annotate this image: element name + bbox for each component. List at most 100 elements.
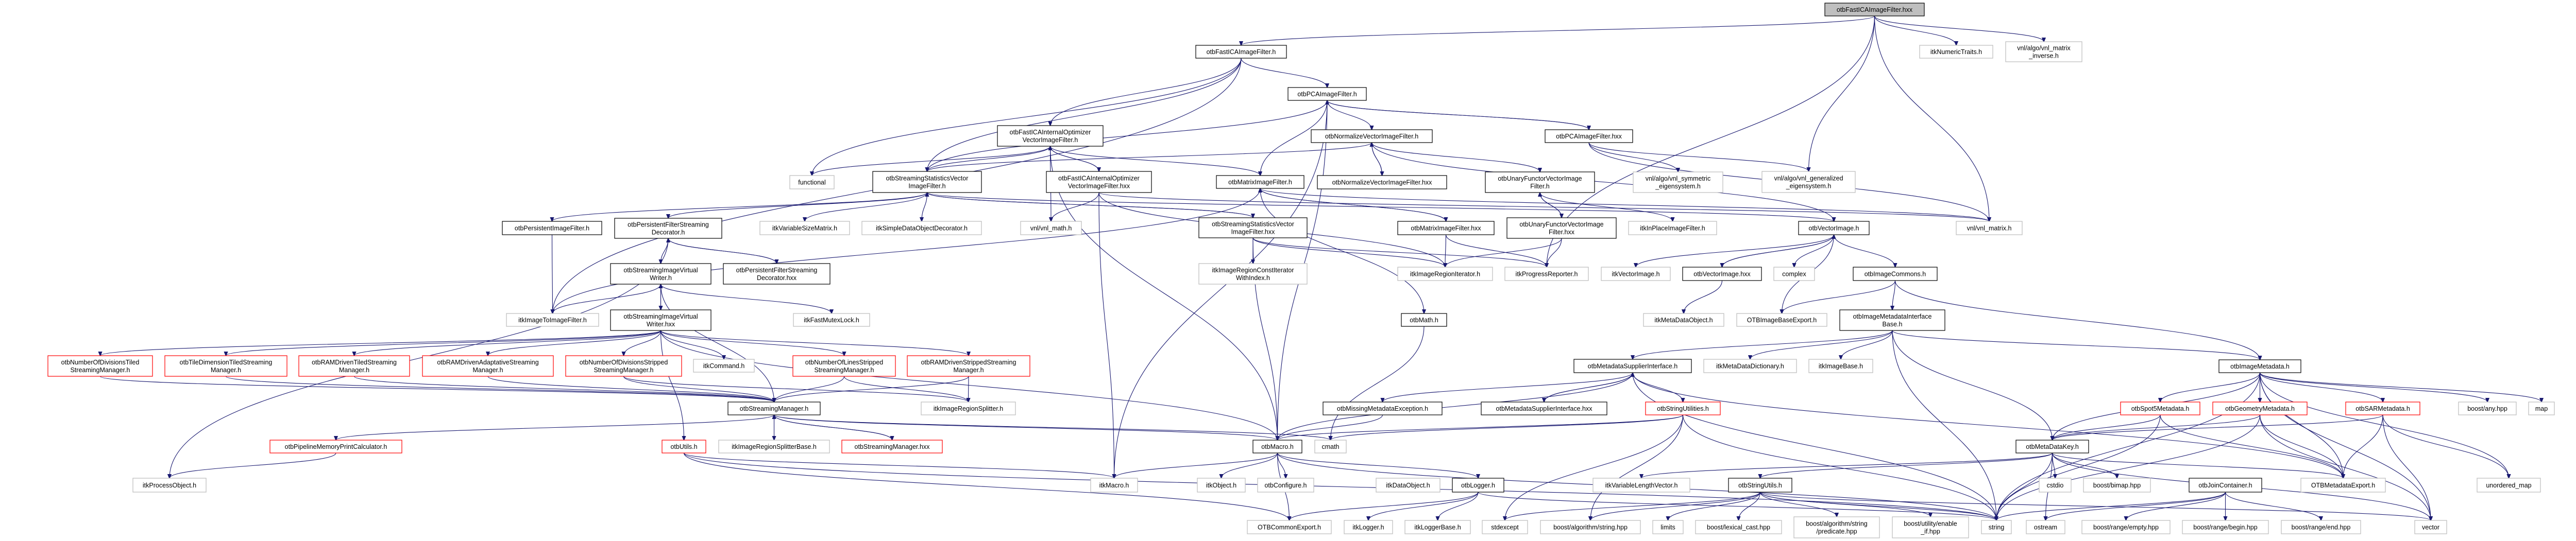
node-label: otbFastICAInternalOptimizer — [1058, 175, 1140, 182]
node-box — [1020, 221, 1082, 235]
node-layer: otbFastICAImageFilter.hxxotbFastICAImage… — [47, 3, 2555, 538]
node-otbnormalizevectorimagefilter-h[interactable]: otbNormalizeVectorImageFilter.h — [1311, 129, 1433, 143]
node-otbmetadataexport-h: OTBMetadataExport.h — [2300, 478, 2386, 493]
node-otbstreamingstatisticsvectorimagefilter-hxx[interactable]: otbStreamingStatisticsVectorImageFilter.… — [1198, 217, 1308, 238]
node-otbmetadatakey-h[interactable]: otbMetaDataKey.h — [2015, 440, 2089, 453]
node-label: limits — [1660, 524, 1675, 531]
node-otbmatriximagefilter-h[interactable]: otbMatrixImageFilter.h — [1216, 175, 1304, 189]
node-otbimagebaseexport-h: OTBImageBaseExport.h — [1736, 313, 1827, 327]
node-otbimagecommons-h[interactable]: otbImageCommons.h — [1853, 267, 1938, 281]
node-label: otbImageMetadataInterface — [1853, 313, 1932, 320]
node-label: /predicate.hpp — [1816, 528, 1857, 535]
node-map: map — [2528, 402, 2555, 415]
edge-msi_h-to-strutilities — [1632, 372, 1683, 402]
node-otbmetadatasupplierinterface-h[interactable]: otbMetadataSupplierInterface.h — [1573, 359, 1692, 373]
node-box — [164, 355, 287, 377]
node-otbvectorimage-h[interactable]: otbVectorImage.h — [1798, 221, 1870, 235]
node-otbmatriximagefilter-hxx[interactable]: otbMatrixImageFilter.hxx — [1397, 221, 1495, 235]
node-box — [1682, 267, 1762, 281]
node-otbpersistentfilterstreamingdecorator-hxx[interactable]: otbPersistentFilterStreamingDecorator.hx… — [723, 263, 831, 285]
edge-m_rda-to-sm_h — [487, 376, 774, 402]
edge-ficaopt_h-to-ssvif_h — [927, 146, 1051, 171]
node-label: Manager.h — [339, 367, 369, 374]
node-otbspot5metadata-h[interactable]: otbSpot5Metadata.h — [2120, 402, 2200, 415]
edge-mif_h-to-math_h — [1260, 188, 1424, 313]
node-otbgeometrymetadata-h[interactable]: otbGeometryMetadata.h — [2212, 402, 2308, 415]
node-box — [1314, 440, 1347, 453]
node-otbfasticaimagefilter-h[interactable]: otbFastICAImageFilter.h — [1195, 45, 1287, 59]
node-otbnumberofdivisionsstrippedstreamingmanager-h[interactable]: otbNumberOfDivisionsStrippedStreamingMan… — [565, 355, 682, 377]
node-itkmetadataobject-h: itkMetaDataObject.h — [1643, 313, 1724, 327]
node-otbimagemetadata-h[interactable]: otbImageMetadata.h — [2218, 359, 2301, 373]
node-box — [1919, 45, 1993, 59]
node-otbstreamingmanager-hxx[interactable]: otbStreamingManager.hxx — [841, 440, 943, 453]
edge-logger-to-itklogger — [1368, 492, 1479, 520]
node-otbpcaimagefilter-hxx[interactable]: otbPCAImageFilter.hxx — [1545, 129, 1633, 143]
node-otbutils-h[interactable]: otbUtils.h — [662, 440, 706, 453]
edge-imgcommons-to-imib — [1892, 280, 1896, 310]
node-box — [2120, 402, 2200, 415]
edge-pca_hxx-to-symeig — [1588, 142, 1678, 172]
node-otbpcaimagefilter-h[interactable]: otbPCAImageFilter.h — [1287, 87, 1367, 101]
node-otbsarmetadata-h[interactable]: otbSARMetadata.h — [2345, 402, 2420, 415]
edge-ficaopt_h-to-mif_h — [1049, 146, 1261, 176]
node-box — [1504, 267, 1589, 281]
node-box — [1853, 267, 1938, 281]
node-otbstreamingstatisticsvectorimagefilter-h[interactable]: otbStreamingStatisticsVectorImageFilter.… — [872, 171, 982, 193]
node-otbmath-h[interactable]: otbMath.h — [1401, 313, 1447, 327]
node-otbmacro-h[interactable]: otbMacro.h — [1252, 440, 1302, 453]
edge-strutils-to-limits — [1668, 492, 1761, 520]
node-box — [47, 355, 153, 377]
node-otbpipelinememoryprintcalculator-h[interactable]: otbPipelineMemoryPrintCalculator.h — [269, 440, 402, 453]
node-itkimageregionsplitter-h: itkImageRegionSplitter.h — [921, 402, 1016, 415]
node-box — [921, 402, 1016, 415]
node-label: OTBMetadataExport.h — [2311, 482, 2375, 489]
node-box — [1090, 478, 1138, 493]
node-boost-utility-enable-if-hpp: boost/utility/enable_if.hpp — [1892, 516, 1969, 538]
node-itksimpledataobjectdecorator-h: itkSimpleDataObjectDecorator.h — [861, 221, 982, 235]
edge-unary_h-to-inplace — [1539, 192, 1673, 221]
node-otbmissingmetadataexception-h[interactable]: otbMissingMetadataException.h — [1323, 402, 1443, 415]
node-otbvectorimage-hxx[interactable]: otbVectorImage.hxx — [1682, 267, 1762, 281]
node-box — [1793, 516, 1880, 538]
edge-vecimg_h-to-itkvecimg — [1636, 234, 1835, 267]
node-label: itkCommand.h — [703, 362, 745, 370]
node-label: ImageFilter.hxx — [1231, 229, 1276, 236]
node-otbnormalizevectorimagefilter-hxx[interactable]: otbNormalizeVectorImageFilter.hxx — [1317, 175, 1447, 189]
node-otbstringutilities-h[interactable]: otbStringUtilities.h — [1645, 402, 1721, 415]
node-label: otbStreamingManager.hxx — [855, 443, 930, 450]
node-otbstringutils-h[interactable]: otbStringUtils.h — [1728, 478, 1792, 493]
node-otbmetadatasupplierinterface-hxx[interactable]: otbMetadataSupplierInterface.hxx — [1481, 402, 1607, 415]
node-label: itkFastMutexLock.h — [804, 317, 859, 324]
node-box — [727, 402, 821, 415]
node-functional: functional — [789, 175, 835, 189]
node-otblogger-h[interactable]: otbLogger.h — [1452, 478, 1504, 493]
node-otbnumberoflinesstrippedstreamingmanager-h[interactable]: otbNumberOfLinesStrippedStreamingManager… — [792, 355, 896, 377]
node-label: otbPipelineMemoryPrintCalculator.h — [285, 443, 387, 450]
node-otbjoincontainer-h[interactable]: otbJoinContainer.h — [2189, 478, 2262, 493]
node-box — [2189, 478, 2262, 493]
node-label: itkObject.h — [1206, 482, 1236, 489]
node-otbstreamingmanager-h[interactable]: otbStreamingManager.h — [727, 402, 821, 415]
node-otbnumberofdivisionstiledstreamingmanager-h[interactable]: otbNumberOfDivisionsTiledStreamingManage… — [47, 355, 153, 377]
node-otbpersistentimagefilter-h[interactable]: otbPersistentImageFilter.h — [502, 221, 602, 235]
edge-mdkey-to-mdexport — [2052, 452, 2344, 478]
edge-join-to-ostream — [2046, 492, 2226, 520]
node-box — [2026, 520, 2065, 534]
edge-ficaopt_hxx-to-vnlmath — [1051, 192, 1099, 221]
node-label: OTBCommonExport.h — [1258, 524, 1321, 531]
node-label: boost/lexical_cast.hpp — [1707, 524, 1770, 531]
node-otbfasticainternaloptimizervectorimagefilter-hxx[interactable]: otbFastICAInternalOptimizerVectorImageFi… — [1046, 171, 1152, 193]
node-otbfasticainternaloptimizervectorimagefilter-h[interactable]: otbFastICAInternalOptimizerVectorImageFi… — [997, 125, 1104, 147]
node-box — [861, 221, 982, 235]
